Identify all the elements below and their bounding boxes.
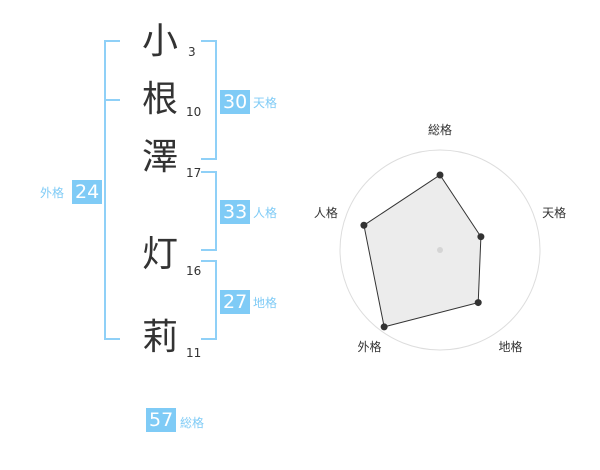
jinkaku-score: 33	[220, 200, 251, 224]
radar-point-4	[380, 323, 388, 331]
name-char-1: 小	[141, 21, 178, 62]
tenkaku-bracket	[201, 40, 217, 160]
radar-axis-label-2: 天格	[542, 205, 566, 220]
gaikaku-label: 外格	[40, 186, 65, 200]
gaikaku-score: 24	[72, 180, 103, 204]
chikaku-score: 27	[220, 290, 251, 314]
gaikaku-bracket-tick-top	[104, 99, 120, 101]
stroke-count-2: 10	[186, 105, 202, 119]
tenkaku-label: 天格	[253, 96, 278, 110]
radar-axis-label-1: 総格	[428, 122, 452, 137]
soukaku-label: 総格	[180, 416, 205, 430]
radar-point-5	[360, 221, 368, 229]
radar-polygon-group	[363, 174, 482, 328]
radar-point-1	[436, 171, 444, 179]
jinkaku-bracket	[201, 171, 217, 251]
radar-axis-label-5: 人格	[314, 205, 338, 220]
stroke-count-4: 16	[186, 264, 202, 278]
radar-axis-label-4: 外格	[357, 339, 381, 354]
radar-points	[360, 171, 485, 331]
name-char-5: 莉	[141, 317, 178, 358]
tenkaku-score: 30	[220, 90, 251, 114]
radar-point-3	[474, 299, 482, 307]
chikaku-bracket	[201, 260, 217, 340]
stroke-count-3: 17	[186, 166, 202, 180]
radar-polygon	[363, 174, 482, 328]
stroke-count-1: 3	[188, 45, 196, 59]
name-char-2: 根	[141, 79, 178, 120]
stroke-count-5: 11	[186, 346, 202, 360]
radar-point-2	[477, 233, 485, 241]
chikaku-label: 地格	[253, 296, 278, 310]
gaikaku-bracket	[104, 40, 120, 340]
soukaku-score: 57	[146, 408, 177, 432]
radar-axis-label-3: 地格	[499, 339, 523, 354]
name-char-4: 灯	[141, 234, 178, 275]
jinkaku-label: 人格	[253, 206, 278, 220]
name-char-3: 澤	[141, 137, 178, 178]
